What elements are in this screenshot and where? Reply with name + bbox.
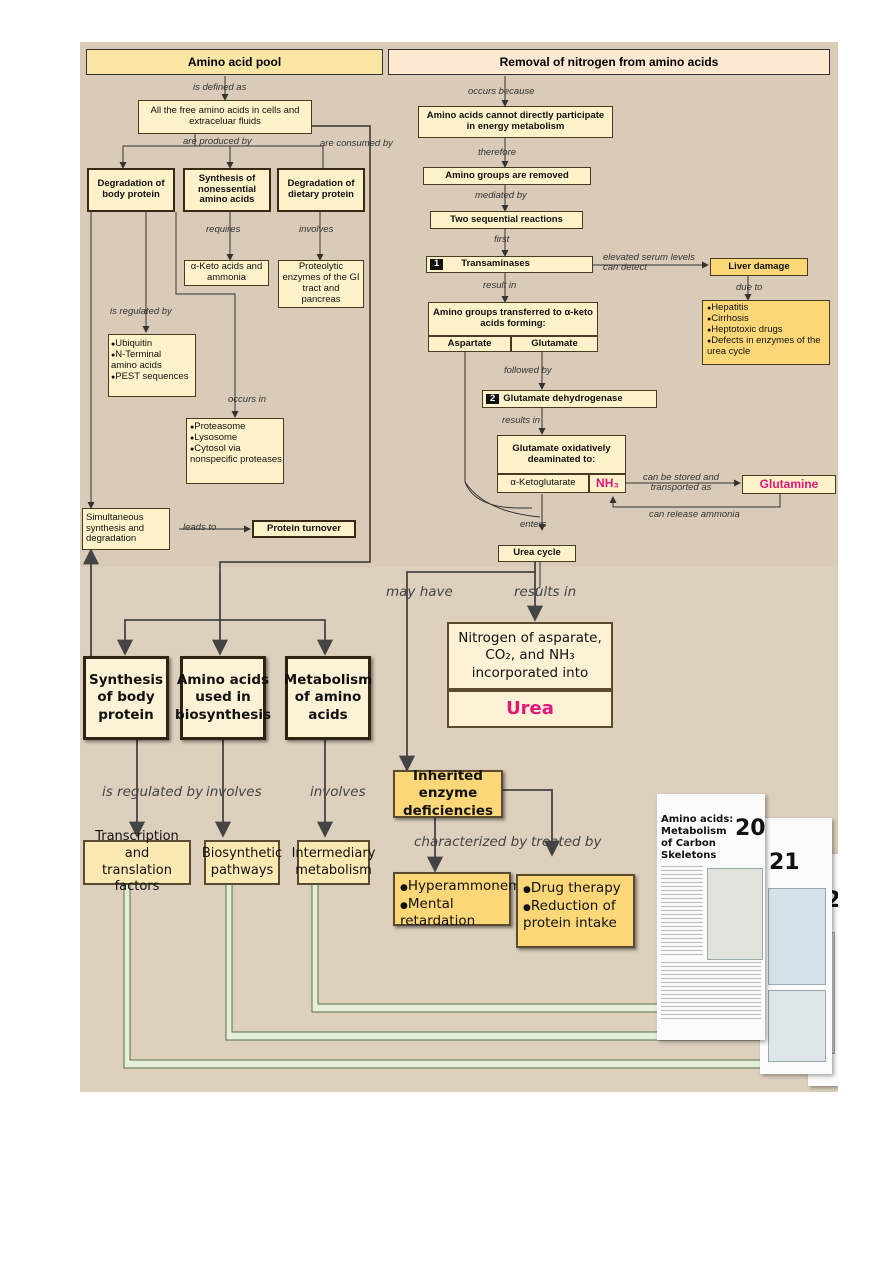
chapter-thumbnail-21: 21	[760, 818, 832, 1074]
pool-header: Amino acid pool	[86, 49, 383, 75]
involves-label: involves	[299, 224, 334, 235]
protein-turnover: Protein turnover	[252, 520, 356, 538]
lower-regulated-label: is regulated by	[102, 784, 204, 800]
aspartate-box: Aspartate	[428, 336, 511, 352]
regulator-item: PEST sequences	[111, 371, 189, 383]
produced-label: are produced by	[183, 136, 252, 147]
lower-involves-label-1: involves	[206, 784, 262, 800]
nh3-box: NH₃	[589, 474, 626, 493]
step-1-badge: 1	[430, 258, 444, 270]
glutamate-box: Glutamate	[511, 336, 598, 352]
requires-label: requires	[206, 224, 241, 235]
thumbnail-title: Amino acids: Metabolism of Carbon Skelet…	[661, 814, 734, 861]
treatment-item: Reduction of protein intake	[523, 898, 628, 933]
step-2-badge: 2	[486, 393, 500, 405]
degradation-dietary-protein: Degradation of dietary protein	[277, 168, 365, 212]
amino-groups-transferred: Amino groups transferred to α-keto acids…	[428, 302, 598, 336]
removal-header: Removal of nitrogen from amino acids	[388, 49, 830, 75]
nitrogen-incorporated-box: Nitrogen of asparate, CO₂, and NH₃ incor…	[447, 622, 613, 690]
proteolytic-enzymes: Proteolytic enzymes of the GI tract and …	[278, 260, 364, 308]
locations-list: Proteasome Lysosome Cytosol via nonspeci…	[190, 421, 282, 466]
aa-used-biosynthesis: Amino acids used in biosynthesis	[175, 656, 271, 740]
stored-transported-label: can be stored and transported as	[631, 473, 731, 493]
biosynthetic-pathways-box: Biosynthetic pathways	[202, 840, 282, 885]
urea-results-label: results in	[514, 584, 577, 600]
occurs-because-label: occurs because	[468, 86, 535, 97]
degradation-body-protein: Degradation of body protein	[87, 168, 175, 212]
characteristics-box: Hyperammonemia Mental retardation	[393, 872, 533, 929]
treatment-item: Drug therapy	[523, 880, 628, 898]
followed-by-label: followed by	[504, 365, 552, 376]
transaminases-label: Transaminases	[461, 258, 530, 270]
occurs-in-label: occurs in	[228, 394, 267, 405]
glutamate-dehydrogenase-label: Glutamate dehydrogenase	[503, 392, 623, 404]
defined-label: is defined as	[193, 82, 247, 93]
result-in-label: result in	[483, 280, 517, 291]
characterized-by-label: characterized by	[414, 834, 528, 850]
treatments-box: Drug therapy Reduction of protein intake	[516, 874, 635, 948]
transaminases-box: 1 Transaminases	[426, 256, 593, 273]
cause-item: Cirrhosis	[707, 313, 828, 325]
regulators-list: Ubiquitin N-Terminal amino acids PEST se…	[111, 338, 189, 383]
two-sequential-reactions: Two sequential reactions	[430, 211, 583, 229]
characteristic-item: Hyperammonemia	[400, 878, 533, 896]
urea-cycle-box: Urea cycle	[498, 545, 576, 562]
leads-to-label: leads to	[183, 522, 217, 533]
deaminated-box: Glutamate oxidatively deaminated to:	[497, 435, 626, 474]
regulator-item: N-Terminal amino acids	[111, 349, 189, 372]
urea-box: Urea	[447, 690, 613, 728]
liver-causes-list: Hepatitis Cirrhosis Heptotoxic drugs Def…	[707, 302, 828, 358]
cause-item: Heptotoxic drugs	[707, 324, 828, 336]
thumbnail-number: 20	[735, 816, 766, 841]
ketoglutarate-box: α-Ketoglutarate	[497, 474, 589, 493]
intermediary-metabolism-box: Intermediary metabolism	[292, 840, 375, 885]
amino-groups-removed: Amino groups are removed	[423, 167, 591, 185]
keto-acids-ammonia: α-Keto acids and ammonia	[184, 260, 269, 286]
therefore-label: therefore	[478, 147, 517, 158]
release-ammonia-label: can release ammonia	[649, 509, 740, 520]
location-item: Lysosome	[190, 432, 282, 444]
enters-label: enters	[520, 519, 547, 530]
location-item: Cytosol via nonspecific proteases	[190, 443, 282, 466]
cause-item: Defects in enzymes of the urea cycle	[707, 335, 828, 358]
thumbnail-number: 21	[769, 850, 800, 875]
first-label: first	[494, 234, 510, 245]
glutamate-dehydrogenase-box: 2 Glutamate dehydrogenase	[482, 390, 657, 408]
elevated-serum-label: elevated serum levels can detect	[603, 252, 695, 273]
glutamine-box: Glutamine	[742, 475, 836, 494]
results-in-label: results in	[502, 415, 541, 426]
cannot-participate-box: Amino acids cannot directly participate …	[418, 106, 613, 138]
concept-map: Amino acid pool Removal of nitrogen from…	[80, 42, 838, 1092]
consumed-label: are consumed by	[320, 138, 393, 149]
regulator-item: Ubiquitin	[111, 338, 189, 350]
liver-damage-box: Liver damage	[710, 258, 808, 276]
lower-involves-label-2: involves	[310, 784, 366, 800]
synthesis-body-protein: Synthesis of body protein	[83, 656, 169, 740]
stored-transported-text: can be stored and transported as	[642, 472, 720, 493]
characteristic-item: Mental retardation	[400, 896, 504, 931]
simultaneous-synthesis: Simultaneous synthesis and degradation	[82, 508, 170, 550]
synthesis-nonessential: Synthesis of nonessential amino acids	[183, 168, 271, 212]
mediated-by-label: mediated by	[475, 190, 527, 201]
location-item: Proteasome	[190, 421, 282, 433]
may-have-label: may have	[386, 584, 453, 600]
pool-definition: All the free amino acids in cells and ex…	[138, 100, 312, 134]
chapter-thumbnail-20: Amino acids: Metabolism of Carbon Skelet…	[657, 794, 766, 1040]
treated-by-label: treated by	[531, 834, 602, 850]
due-to-label: due to	[736, 282, 763, 293]
transcription-factors-box: Transcription and translation factors	[83, 829, 191, 894]
inherited-deficiencies-box: Inherited enzyme deficiencies	[393, 768, 503, 819]
regulated-by-label: is regulated by	[110, 306, 172, 317]
metabolism-amino-acids: Metabolism of amino acids	[284, 656, 372, 740]
cause-item: Hepatitis	[707, 302, 828, 314]
